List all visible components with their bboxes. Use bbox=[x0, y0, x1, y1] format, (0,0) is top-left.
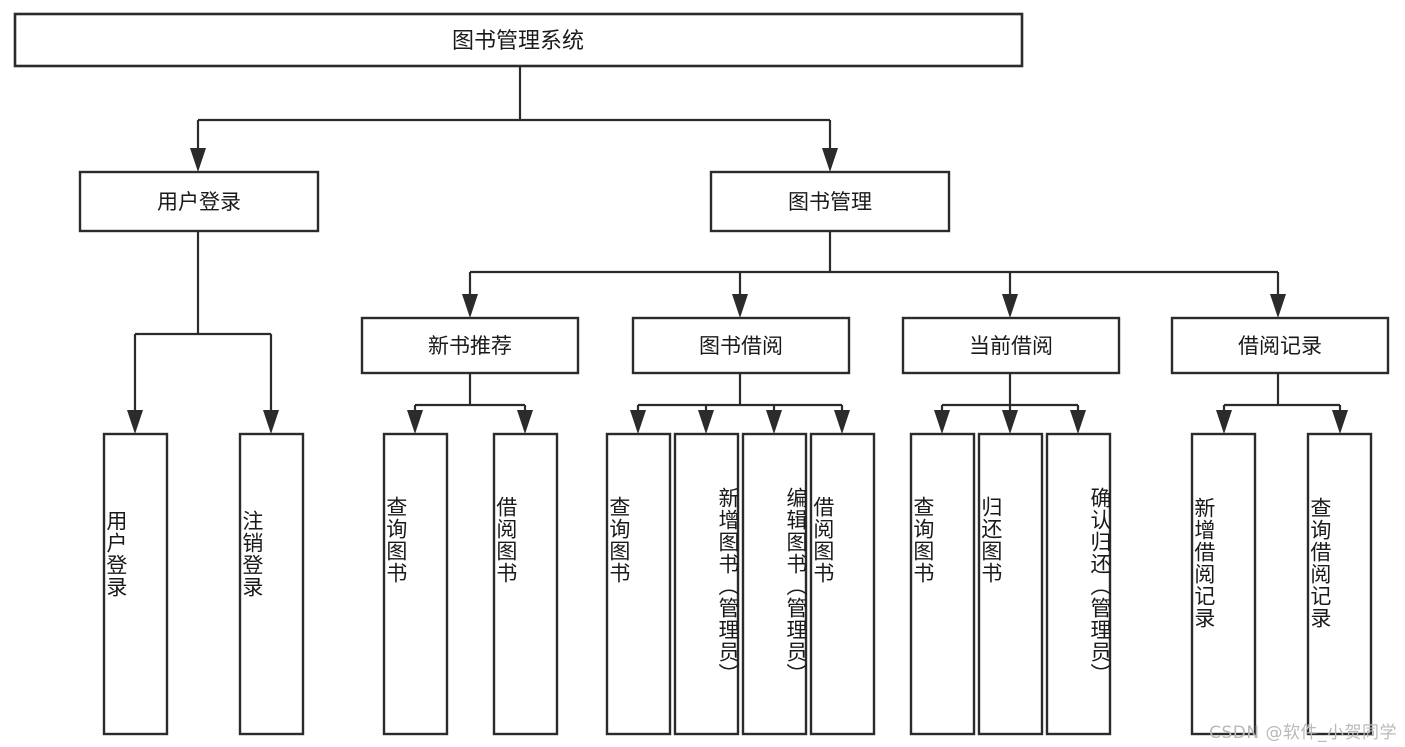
node-user-login-box[interactable] bbox=[78, 170, 320, 233]
node-user-login-label: 用户登录 bbox=[157, 190, 241, 214]
node-new-book-recommend[interactable]: 新书推荐 bbox=[360, 316, 580, 375]
leaf-box-return-book[interactable] bbox=[977, 432, 1044, 736]
node-book-borrow-label: 图书借阅 bbox=[699, 334, 783, 358]
node-borrow-record-label: 借阅记录 bbox=[1238, 334, 1322, 358]
leaf-box-edit-book[interactable] bbox=[741, 432, 808, 736]
arrow-bb-leaf-3 bbox=[766, 410, 782, 434]
node-root[interactable]: 图书管理系统 bbox=[13, 12, 1024, 68]
node-current-borrow-box[interactable] bbox=[901, 316, 1121, 375]
arrow-cb-leaf-3 bbox=[1070, 410, 1086, 434]
arrow-user-login-leaf-2 bbox=[263, 410, 279, 434]
node-book-borrow[interactable]: 图书借阅 bbox=[631, 316, 851, 375]
arrow-bm-to-current-borrow bbox=[1002, 294, 1018, 318]
leaf-box-confirm-return[interactable] bbox=[1045, 432, 1112, 736]
arrow-bm-to-book-borrow bbox=[732, 294, 748, 318]
leaf-box-user-login[interactable] bbox=[102, 432, 169, 736]
arrow-root-to-user-login bbox=[190, 148, 206, 172]
arrow-root-to-book-manage bbox=[822, 148, 838, 172]
arrow-nbr-leaf-2 bbox=[517, 410, 533, 434]
node-root-box[interactable] bbox=[13, 12, 1024, 68]
arrow-bm-to-borrow-record bbox=[1270, 294, 1286, 318]
leaf-box-logout[interactable] bbox=[238, 432, 305, 736]
node-book-borrow-box[interactable] bbox=[631, 316, 851, 375]
node-book-manage[interactable]: 图书管理 bbox=[709, 170, 951, 233]
node-book-manage-box[interactable] bbox=[709, 170, 951, 233]
csdn-watermark: CSDN @软件_小贺同学 bbox=[1209, 723, 1397, 743]
arrow-bb-leaf-1 bbox=[630, 410, 646, 434]
arrow-br-leaf-1 bbox=[1216, 410, 1232, 434]
arrow-bb-leaf-2 bbox=[698, 410, 714, 434]
leaf-box-query-record[interactable] bbox=[1306, 432, 1373, 736]
arrow-bm-to-new-book-recommend bbox=[462, 294, 478, 318]
arrow-br-leaf-2 bbox=[1332, 410, 1348, 434]
arrow-user-login-leaf-1 bbox=[127, 410, 143, 434]
node-borrow-record[interactable]: 借阅记录 bbox=[1170, 316, 1390, 375]
arrow-cb-leaf-1 bbox=[934, 410, 950, 434]
leaf-box-borrow-book-2[interactable] bbox=[809, 432, 876, 736]
leaf-box-add-record[interactable] bbox=[1190, 432, 1257, 736]
connector-layer bbox=[127, 66, 1348, 434]
node-current-borrow-label: 当前借阅 bbox=[969, 334, 1053, 358]
arrow-nbr-leaf-1 bbox=[407, 410, 423, 434]
leaf-box-add-book[interactable] bbox=[673, 432, 740, 736]
leaf-box-borrow-book-1[interactable] bbox=[492, 432, 559, 736]
node-user-login[interactable]: 用户登录 bbox=[78, 170, 320, 233]
arrow-cb-leaf-2 bbox=[1002, 410, 1018, 434]
node-current-borrow[interactable]: 当前借阅 bbox=[901, 316, 1121, 375]
node-root-label: 图书管理系统 bbox=[452, 29, 584, 54]
node-new-book-recommend-box[interactable] bbox=[360, 316, 580, 375]
node-new-book-recommend-label: 新书推荐 bbox=[428, 334, 512, 358]
arrow-bb-leaf-4 bbox=[834, 410, 850, 434]
node-book-manage-label: 图书管理 bbox=[788, 190, 872, 214]
leaf-box-query-book-3[interactable] bbox=[909, 432, 976, 736]
leaf-box-query-book-1[interactable] bbox=[382, 432, 449, 736]
node-borrow-record-box[interactable] bbox=[1170, 316, 1390, 375]
leaf-box-query-book-2[interactable] bbox=[605, 432, 672, 736]
